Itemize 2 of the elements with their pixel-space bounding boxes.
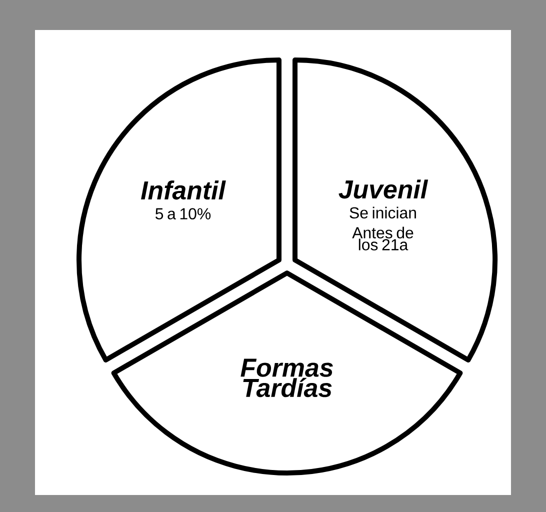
pie-sector: Juvenil Se inician Antes de los 21a <box>292 58 498 362</box>
pie-sector: Formas Tardías <box>111 270 463 476</box>
